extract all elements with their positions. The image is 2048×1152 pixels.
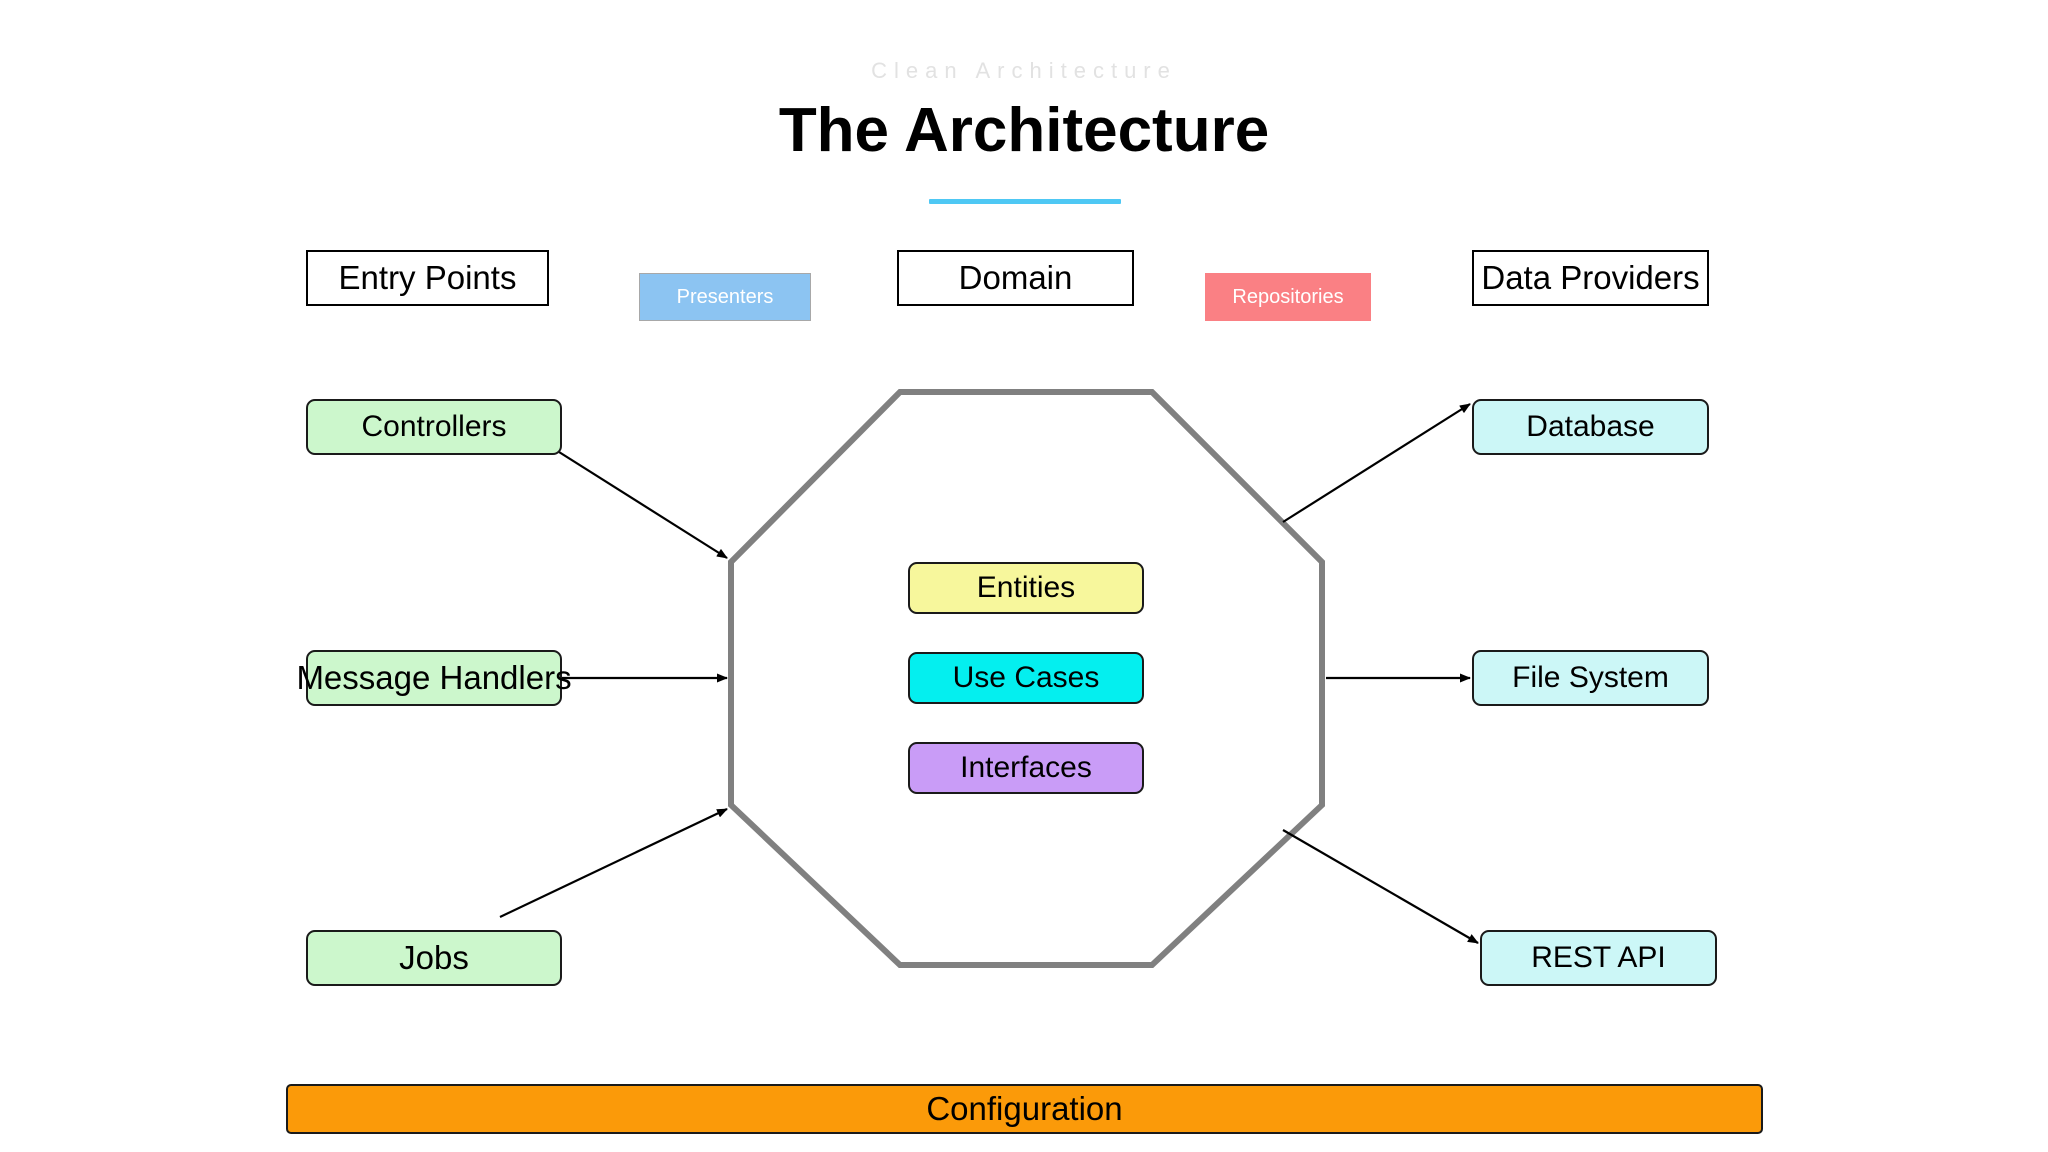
column-header-entry-points: Entry Points bbox=[306, 250, 549, 306]
column-header-presenters: Presenters bbox=[639, 273, 811, 321]
node-rest-api: REST API bbox=[1480, 930, 1717, 986]
arrow-domain-to-rest-api bbox=[1282, 829, 1479, 944]
node-label: REST API bbox=[1531, 941, 1666, 974]
title-accent-rule bbox=[929, 199, 1121, 204]
column-header-label: Data Providers bbox=[1481, 259, 1700, 296]
node-label: Database bbox=[1526, 410, 1655, 443]
node-label: Interfaces bbox=[960, 751, 1092, 784]
node-file-system: File System bbox=[1472, 650, 1709, 706]
configuration-bar: Configuration bbox=[286, 1084, 1763, 1134]
arrow-controllers-to-domain bbox=[539, 439, 728, 559]
node-interfaces: Interfaces bbox=[908, 742, 1144, 794]
column-header-label: Presenters bbox=[676, 285, 774, 308]
node-message-handlers: Message Handlers bbox=[296, 650, 572, 706]
node-controllers: Controllers bbox=[306, 399, 562, 455]
page-title: The Architecture bbox=[778, 96, 1270, 165]
node-database: Database bbox=[1472, 399, 1709, 455]
column-header-domain: Domain bbox=[897, 250, 1134, 306]
node-label: Controllers bbox=[361, 410, 507, 443]
arrow-domain-to-database bbox=[1282, 403, 1471, 523]
column-header-label: Entry Points bbox=[338, 259, 517, 296]
node-label: Use Cases bbox=[952, 661, 1100, 694]
node-jobs: Jobs bbox=[306, 930, 562, 986]
node-label: Jobs bbox=[399, 939, 469, 976]
column-header-repositories: Repositories bbox=[1205, 273, 1371, 321]
node-entities: Entities bbox=[908, 562, 1144, 614]
configuration-label: Configuration bbox=[926, 1090, 1123, 1127]
node-label: File System bbox=[1512, 661, 1669, 694]
node-label: Message Handlers bbox=[296, 659, 572, 696]
kicker-text: Clean Architecture bbox=[871, 58, 1177, 83]
node-use-cases: Use Cases bbox=[908, 652, 1144, 704]
arrow-jobs-to-domain bbox=[499, 808, 728, 918]
column-header-label: Repositories bbox=[1232, 285, 1344, 308]
column-header-label: Domain bbox=[958, 259, 1073, 296]
node-label: Entities bbox=[976, 571, 1076, 604]
column-header-data-providers: Data Providers bbox=[1472, 250, 1709, 306]
